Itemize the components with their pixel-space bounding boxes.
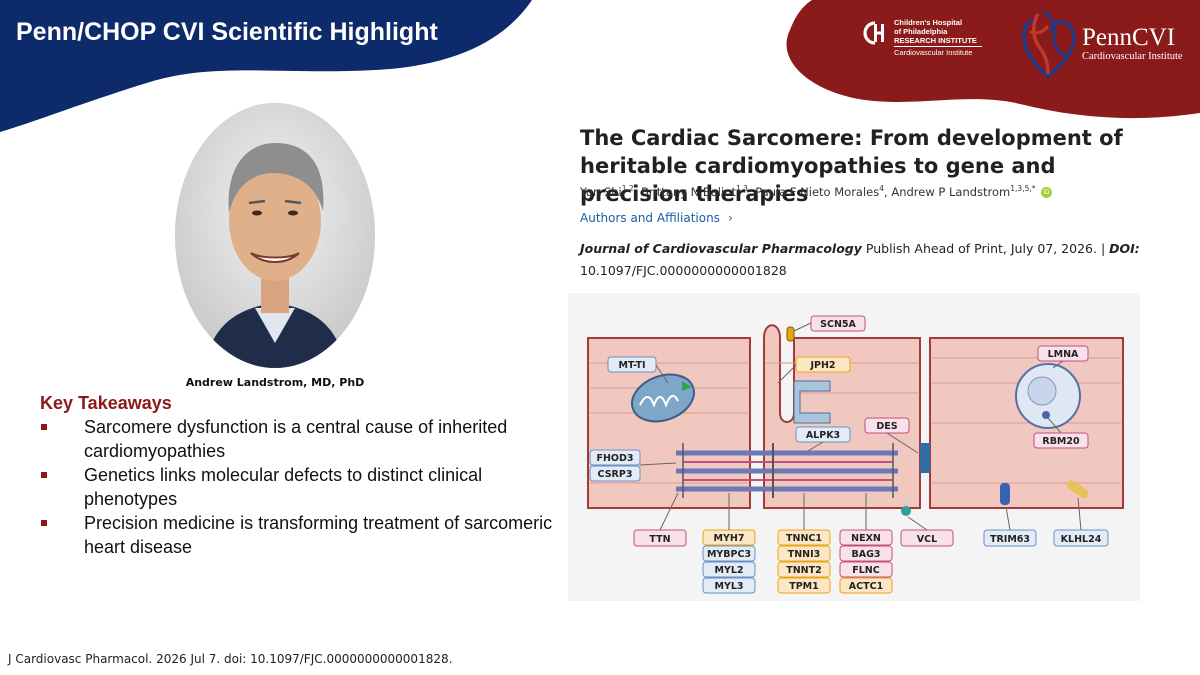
label-nexn: NEXN <box>851 533 881 544</box>
author-name[interactable]: Andrew P Landstrom <box>891 184 1011 199</box>
label-lmna: LMNA <box>1048 349 1079 360</box>
t-tubule-icon <box>793 380 831 424</box>
author-affil: 1,3,5,* <box>1010 184 1036 193</box>
label-myl3: MYL3 <box>715 581 744 592</box>
sarcomere-diagram: SCN5A MT-TI JPH2 LMNA ALPK3 DES RBM20 FH… <box>568 293 1140 601</box>
label-myh7: MYH7 <box>714 533 745 544</box>
label-csrp3: CSRP3 <box>598 469 633 480</box>
takeaway-item: Precision medicine is transforming treat… <box>38 511 568 559</box>
label-tpm1: TPM1 <box>789 581 819 592</box>
klhl24-icon <box>1066 480 1089 499</box>
intercalated-disc-icon <box>920 443 930 473</box>
author-name[interactable]: Paula F Nieto Morales <box>755 184 880 199</box>
label-tnni3: TNNI3 <box>788 549 821 560</box>
penncvi-name: PennCVI <box>1082 24 1176 51</box>
author-list: Yun Shi1,2, Brittany N Balint1,3, Paula … <box>580 184 1053 199</box>
label-alpk3: ALPK3 <box>806 430 840 441</box>
header-maroon-shape <box>786 0 1200 119</box>
chop-line-3: RESEARCH INSTITUTE <box>894 36 977 45</box>
takeaways-heading: Key Takeaways <box>40 393 172 413</box>
label-mt-ti: MT-TI <box>618 360 645 371</box>
takeaway-text: Precision medicine is transforming treat… <box>84 513 553 557</box>
label-myl2: MYL2 <box>715 565 744 576</box>
portrait-caption: Andrew Landstrom, MD, PhD <box>185 376 365 389</box>
takeaway-text: Genetics links molecular defects to dist… <box>84 465 483 509</box>
label-des: DES <box>876 421 897 432</box>
takeaway-text: Sarcomere dysfunction is a central cause… <box>84 417 508 461</box>
publish-info: Publish Ahead of Print, July 07, 2026. <box>865 241 1097 256</box>
bullet-square-icon <box>41 472 47 478</box>
header-navy-shape <box>0 0 532 132</box>
doi-separator: | <box>1100 241 1106 256</box>
takeaway-item: Genetics links molecular defects to dist… <box>38 463 568 511</box>
person-icon <box>175 103 375 368</box>
trim63-icon <box>1000 483 1010 505</box>
label-scn5a: SCN5A <box>820 319 856 330</box>
paper-title: The Cardiac Sarcomere: From development … <box>580 126 1123 206</box>
chevron-right-icon: › <box>727 211 733 225</box>
author-affil: 4 <box>879 184 885 193</box>
author-portrait <box>175 103 375 368</box>
author-name[interactable]: Brittany N Balint <box>640 184 736 199</box>
takeaways-list: Sarcomere dysfunction is a central cause… <box>38 415 568 559</box>
author-affil: 1,3 <box>736 184 748 193</box>
label-ttn: TTN <box>649 534 670 545</box>
label-fhod3: FHOD3 <box>596 453 633 464</box>
label-tnnt2: TNNT2 <box>786 565 821 576</box>
vinculin-icon <box>901 506 911 516</box>
label-jph2: JPH2 <box>809 360 835 371</box>
sarcomere-diagram-svg: SCN5A MT-TI JPH2 LMNA ALPK3 DES RBM20 FH… <box>587 315 1124 594</box>
author-affil: 1,2 <box>621 184 634 193</box>
takeaway-item: Sarcomere dysfunction is a central cause… <box>38 415 568 463</box>
bullet-square-icon <box>41 520 47 526</box>
connector-lines <box>639 322 1082 531</box>
penncvi-subtitle: Cardiovascular Institute <box>1082 51 1183 62</box>
chop-logo: Children's Hospital of Philadelphia RESE… <box>862 18 982 57</box>
label-tnnc1: TNNC1 <box>786 533 822 544</box>
affiliations-link-label: Authors and Affiliations <box>580 211 720 225</box>
label-flnc: FLNC <box>852 565 879 576</box>
orcid-icon[interactable]: iD <box>1041 186 1053 198</box>
label-rbm20: RBM20 <box>1042 436 1080 447</box>
journal-citation: Journal of Cardiovascular Pharmacology P… <box>580 238 1170 282</box>
ion-channel-icon <box>786 326 795 342</box>
doi-value[interactable]: 10.1097/FJC.0000000000001828 <box>580 263 787 278</box>
label-bag3: BAG3 <box>851 549 880 560</box>
chop-divider <box>894 46 982 47</box>
label-trim63: TRIM63 <box>990 534 1030 545</box>
journal-name: Journal of Cardiovascular Pharmacology <box>580 241 862 256</box>
sarcomere-filaments <box>676 443 898 498</box>
label-mybpc3: MYBPC3 <box>707 549 751 560</box>
heart-icon <box>1022 10 1076 79</box>
bullet-square-icon <box>41 424 47 430</box>
slide-title: Penn/CHOP CVI Scientific Highlight <box>16 18 438 46</box>
authors-affiliations-link[interactable]: Authors and Affiliations › <box>580 211 733 225</box>
footer-citation: J Cardiovasc Pharmacol. 2026 Jul 7. doi:… <box>8 652 453 666</box>
author-name[interactable]: Yun Shi <box>580 184 622 199</box>
label-actc1: ACTC1 <box>849 581 883 592</box>
label-klhl24: KLHL24 <box>1061 534 1102 545</box>
label-vcl: VCL <box>917 534 937 545</box>
penncvi-logo: PennCVI Cardiovascular Institute <box>1018 8 1183 80</box>
chop-line-4: Cardiovascular Institute <box>894 48 973 57</box>
chop-line-1: Children's Hospital <box>894 18 963 27</box>
chop-mark-icon <box>863 21 884 45</box>
gene-labels: SCN5A MT-TI JPH2 LMNA ALPK3 DES RBM20 FH… <box>589 315 1109 594</box>
doi-label: DOI: <box>1109 241 1140 256</box>
chop-line-2: of Philadelphia <box>894 27 948 36</box>
